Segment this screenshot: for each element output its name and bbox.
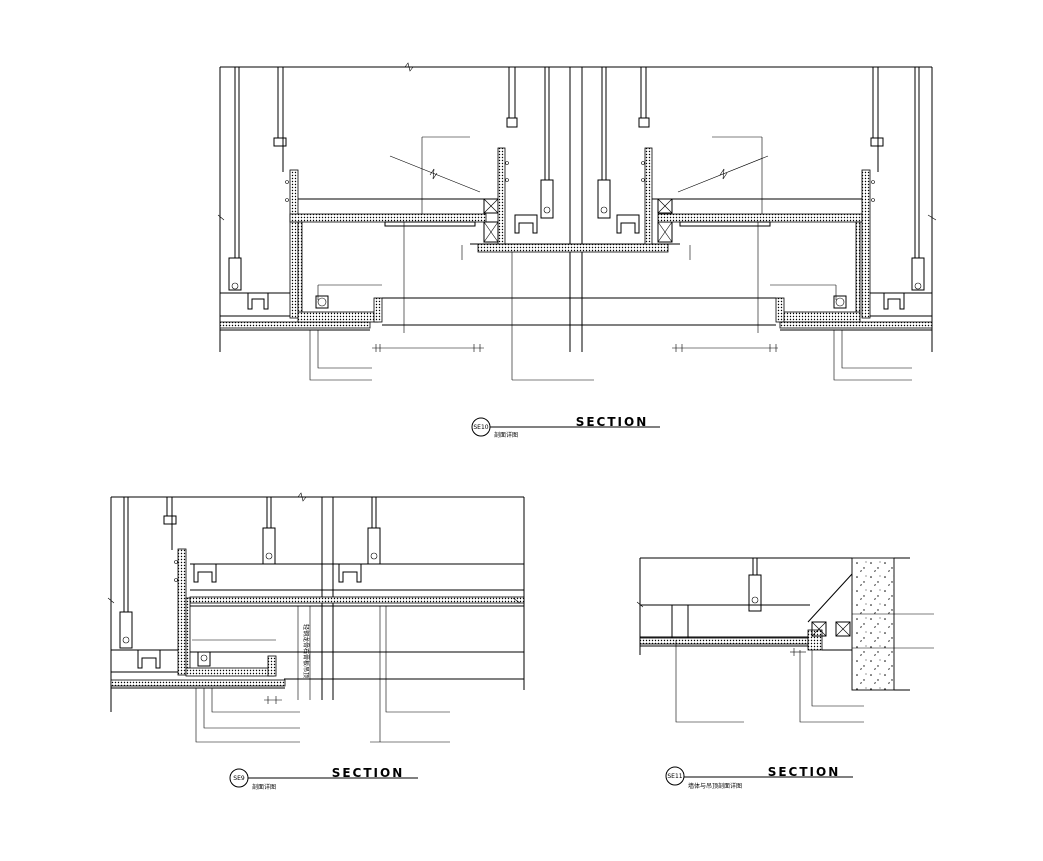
section-subtitle-bottom-right: 墙体与吊顶剖面详图: [688, 782, 742, 790]
section-title-text-bottom-right: SECTION: [768, 765, 841, 779]
section-detail-bottom-left: 轻钢龙骨石膏板吊顶: [107, 492, 525, 743]
section-tag-bottom-right: SE11: [667, 773, 682, 780]
section-tag-top: SE10: [473, 424, 488, 431]
section-title-top: SE10 SECTION 剖面详图: [471, 415, 660, 439]
vertical-note-bottom-left: 轻钢龙骨石膏板吊顶: [302, 624, 310, 678]
section-title-text-bottom-left: SECTION: [332, 766, 405, 780]
section-detail-top: [217, 62, 937, 381]
section-subtitle-top: 剖面详图: [494, 431, 518, 439]
section-title-text-top: SECTION: [576, 415, 649, 429]
section-tag-bottom-left: SE9: [233, 775, 245, 782]
section-title-bottom-left: SE9 SECTION 剖面详图: [229, 766, 418, 791]
section-title-bottom-right: SE11 SECTION 墙体与吊顶剖面详图: [665, 765, 853, 790]
section-subtitle-bottom-left: 剖面详图: [252, 783, 276, 791]
section-detail-bottom-right: [636, 557, 934, 723]
